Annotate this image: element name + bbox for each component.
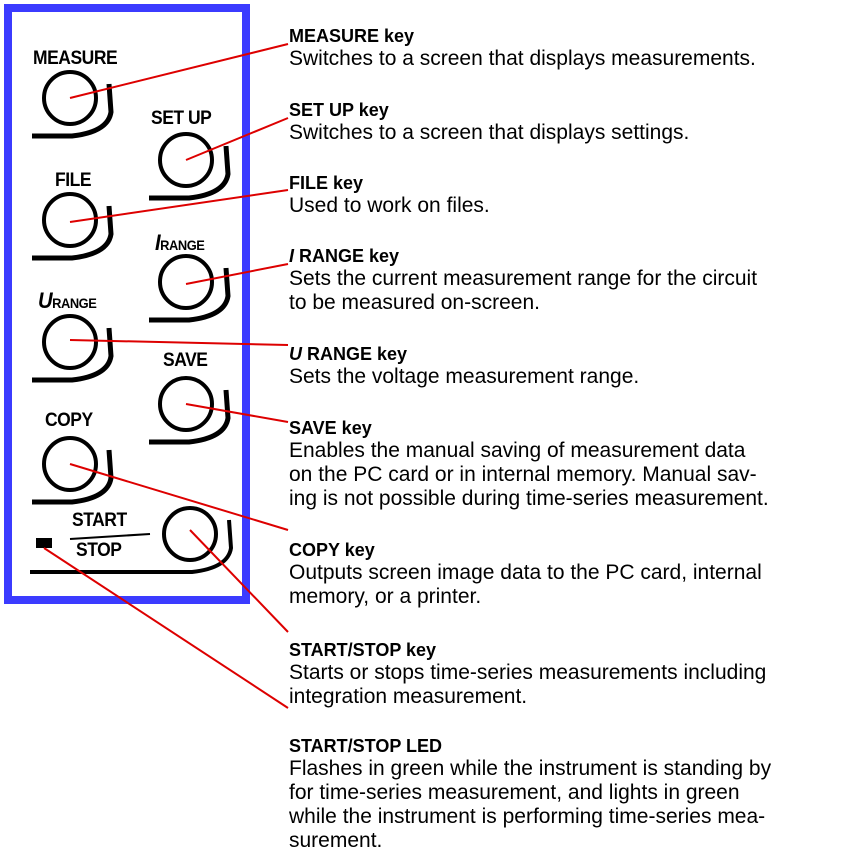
- start-stop-description-line: Starts or stops time-series measurements…: [289, 661, 767, 684]
- file-description-line: Used to work on files.: [289, 194, 490, 217]
- start-key-label: START: [72, 510, 127, 531]
- save-key-label: SAVE: [163, 350, 208, 371]
- u-range-key[interactable]: [32, 314, 114, 383]
- u-range-description-title: U RANGE key: [289, 344, 408, 364]
- setup-callout: [185, 117, 289, 161]
- start-stop-divider: [69, 533, 151, 540]
- stop-key-label: STOP: [76, 540, 122, 561]
- u-range-description-line: Sets the voltage measurement range.: [289, 365, 640, 388]
- setup-description-title: SET UP key: [289, 100, 389, 120]
- save-description-line: ing is not possible during time-series m…: [289, 487, 769, 510]
- i-range-description-line: Sets the current measurement range for t…: [289, 267, 758, 290]
- save-description-line: on the PC card or in internal memory. Ma…: [289, 463, 757, 486]
- file-description: FILE key Used to work on files.: [289, 173, 490, 218]
- start-stop-description: START/STOP key Starts or stops time-seri…: [289, 640, 766, 709]
- led-description-line: Flashes in green while the instrument is…: [289, 757, 772, 780]
- i-range-key[interactable]: [149, 254, 231, 323]
- i-range-key-label: IRANGE: [155, 230, 205, 255]
- file-callout: [69, 189, 289, 223]
- copy-description-line: Outputs screen image data to the PC card…: [289, 561, 762, 584]
- led-description-line: for time-series measurement, and lights …: [289, 781, 740, 804]
- led-callout: [43, 547, 289, 709]
- start-stop-led: [36, 538, 52, 548]
- u-range-callout: [69, 339, 289, 346]
- save-key[interactable]: [149, 376, 231, 445]
- setup-key[interactable]: [149, 132, 231, 201]
- copy-callout: [69, 463, 289, 531]
- save-callout: [185, 403, 289, 423]
- copy-key-label: COPY: [45, 410, 93, 431]
- u-range-key-label: URANGE: [38, 288, 97, 313]
- copy-description-title: COPY key: [289, 540, 375, 560]
- start-stop-description-line: integration measurement.: [289, 685, 528, 708]
- measure-key-label: MEASURE: [33, 48, 118, 69]
- file-key-label: FILE: [55, 170, 92, 191]
- i-range-description-title: I RANGE key: [289, 246, 400, 266]
- measure-description-title: MEASURE key: [289, 26, 415, 46]
- setup-description: SET UP key Switches to a screen that dis…: [289, 100, 689, 145]
- i-range-description: I RANGE key Sets the current measurement…: [289, 246, 757, 315]
- led-description-line: while the instrument is performing time-…: [289, 805, 766, 828]
- save-description: SAVE key Enables the manual saving of me…: [289, 418, 769, 511]
- callout-lines: [43, 43, 289, 709]
- setup-key-label: SET UP: [151, 108, 212, 129]
- led-description-title: START/STOP LED: [289, 736, 443, 756]
- led-description: START/STOP LED Flashes in green while th…: [289, 736, 771, 853]
- measure-description-line: Switches to a screen that displays measu…: [289, 47, 756, 70]
- measure-key[interactable]: [32, 70, 114, 139]
- setup-description-line: Switches to a screen that displays setti…: [289, 121, 690, 144]
- measure-description: MEASURE key Switches to a screen that di…: [289, 26, 756, 71]
- i-range-description-line: to be measured on-screen.: [289, 291, 540, 314]
- copy-description-line: memory, or a printer.: [289, 585, 482, 608]
- file-key[interactable]: [32, 192, 114, 261]
- led-description-line: surement.: [289, 829, 383, 852]
- start-stop-key[interactable]: [30, 506, 234, 574]
- start-stop-description-title: START/STOP key: [289, 640, 437, 660]
- save-description-title: SAVE key: [289, 418, 372, 438]
- file-description-title: FILE key: [289, 173, 364, 193]
- save-description-line: Enables the manual saving of measurement…: [289, 439, 746, 462]
- u-range-description: U RANGE key Sets the voltage measurement…: [289, 344, 639, 389]
- measure-callout: [69, 43, 289, 99]
- start-stop-callout: [189, 529, 289, 633]
- copy-description: COPY key Outputs screen image data to th…: [289, 540, 762, 609]
- copy-key[interactable]: [32, 436, 114, 505]
- i-range-callout: [185, 263, 289, 285]
